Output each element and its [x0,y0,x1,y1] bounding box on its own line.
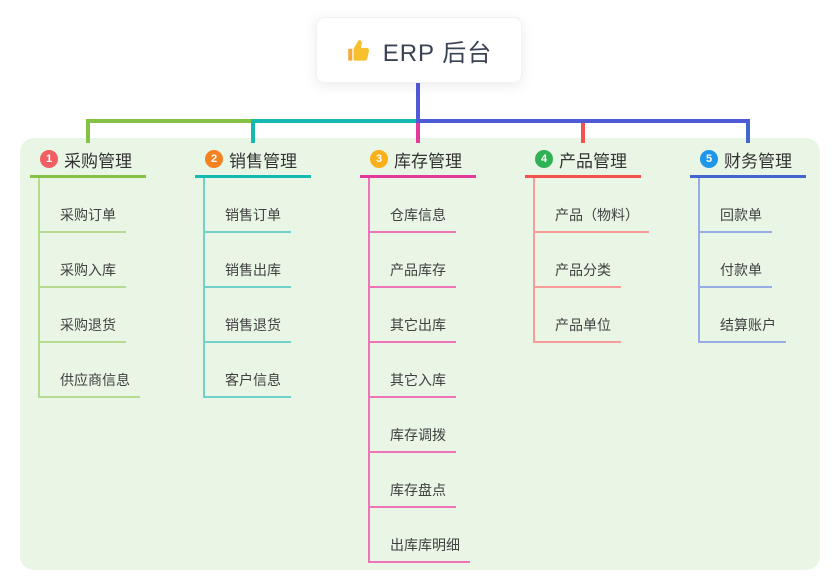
child-node[interactable]: 出库库明细 [370,535,470,563]
branch-drop-line [746,119,750,143]
branch-node[interactable]: 3 库存管理 [360,143,476,178]
child-node[interactable]: 产品分类 [535,260,621,288]
branch-label: 库存管理 [394,151,462,171]
thumbs-up-icon [346,37,373,64]
branch-node[interactable]: 2 销售管理 [195,143,311,178]
branch-drop-line [251,119,255,143]
branch-children: 产品（物料） 产品分类产品单位 [533,178,690,343]
branches-panel [20,138,820,570]
branch-node[interactable]: 4 产品管理 [525,143,641,178]
branch-children: 仓库信息产品库存其它出库其它入库库存调拨库存盘点出库库明细 [368,178,525,563]
branch-number-badge: 4 [535,150,553,168]
child-node-row: 采购订单 [40,178,195,233]
branch-销售管理: 2 销售管理销售订单销售出库销售退货客户信息 [195,143,360,398]
child-node[interactable]: 采购入库 [40,260,126,288]
branch-drop-line [86,119,90,143]
branch-connector-line [251,119,420,123]
child-node-row: 采购退货 [40,288,195,343]
child-node[interactable]: 产品库存 [370,260,456,288]
branch-label: 产品管理 [559,151,627,171]
child-node-row: 销售出库 [205,233,360,288]
root-node-erp[interactable]: ERP 后台 [316,17,522,83]
branch-label: 销售管理 [229,151,297,171]
branch-label: 财务管理 [724,151,792,171]
branch-number-badge: 5 [700,150,718,168]
child-node-row: 产品单位 [535,288,690,343]
child-node[interactable]: 仓库信息 [370,205,456,233]
branch-node[interactable]: 5 财务管理 [690,143,806,178]
branch-number-badge: 3 [370,150,388,168]
branch-产品管理: 4 产品管理产品（物料） 产品分类产品单位 [525,143,690,343]
branch-drop-line [416,119,420,143]
child-node-row: 产品库存 [370,233,525,288]
child-node[interactable]: 库存调拨 [370,425,456,453]
child-node-row: 仓库信息 [370,178,525,233]
branch-connector-line [416,119,750,123]
branch-node[interactable]: 1 采购管理 [30,143,146,178]
child-node[interactable]: 库存盘点 [370,480,456,508]
child-node[interactable]: 销售订单 [205,205,291,233]
child-node-row: 出库库明细 [370,508,525,563]
child-node-row: 回款单 [700,178,839,233]
child-node[interactable]: 回款单 [700,205,772,233]
child-node-row: 采购入库 [40,233,195,288]
branch-采购管理: 1 采购管理采购订单采购入库采购退货供应商信息 [30,143,195,398]
child-node-row: 库存调拨 [370,398,525,453]
child-node[interactable]: 供应商信息 [40,370,140,398]
child-node-row: 结算账户 [700,288,839,343]
branch-children: 回款单付款单结算账户 [698,178,839,343]
child-node-row: 产品（物料） [535,178,690,233]
root-connector-line [416,83,420,123]
branch-label: 采购管理 [64,151,132,171]
child-node-row: 客户信息 [205,343,360,398]
branch-children: 销售订单销售出库销售退货客户信息 [203,178,360,398]
child-node[interactable]: 销售出库 [205,260,291,288]
child-node-row: 供应商信息 [40,343,195,398]
child-node-row: 产品分类 [535,233,690,288]
child-node-row: 销售退货 [205,288,360,343]
child-node-row: 库存盘点 [370,453,525,508]
branch-children: 采购订单采购入库采购退货供应商信息 [38,178,195,398]
child-node[interactable]: 客户信息 [205,370,291,398]
branch-number-badge: 1 [40,150,58,168]
child-node[interactable]: 采购退货 [40,315,126,343]
child-node[interactable]: 付款单 [700,260,772,288]
child-node[interactable]: 其它出库 [370,315,456,343]
child-node-row: 其它出库 [370,288,525,343]
child-node[interactable]: 其它入库 [370,370,456,398]
child-node[interactable]: 销售退货 [205,315,291,343]
child-node-row: 付款单 [700,233,839,288]
branch-库存管理: 3 库存管理仓库信息产品库存其它出库其它入库库存调拨库存盘点出库库明细 [360,143,525,563]
child-node[interactable]: 产品（物料） [535,205,649,233]
branch-connector-line [86,119,253,123]
branch-drop-line [581,119,585,143]
child-node-row: 销售订单 [205,178,360,233]
child-node-row: 其它入库 [370,343,525,398]
child-node[interactable]: 产品单位 [535,315,621,343]
branch-number-badge: 2 [205,150,223,168]
child-node[interactable]: 结算账户 [700,315,786,343]
child-node[interactable]: 采购订单 [40,205,126,233]
branch-财务管理: 5 财务管理回款单付款单结算账户 [690,143,839,343]
root-node-label: ERP 后台 [382,39,493,67]
